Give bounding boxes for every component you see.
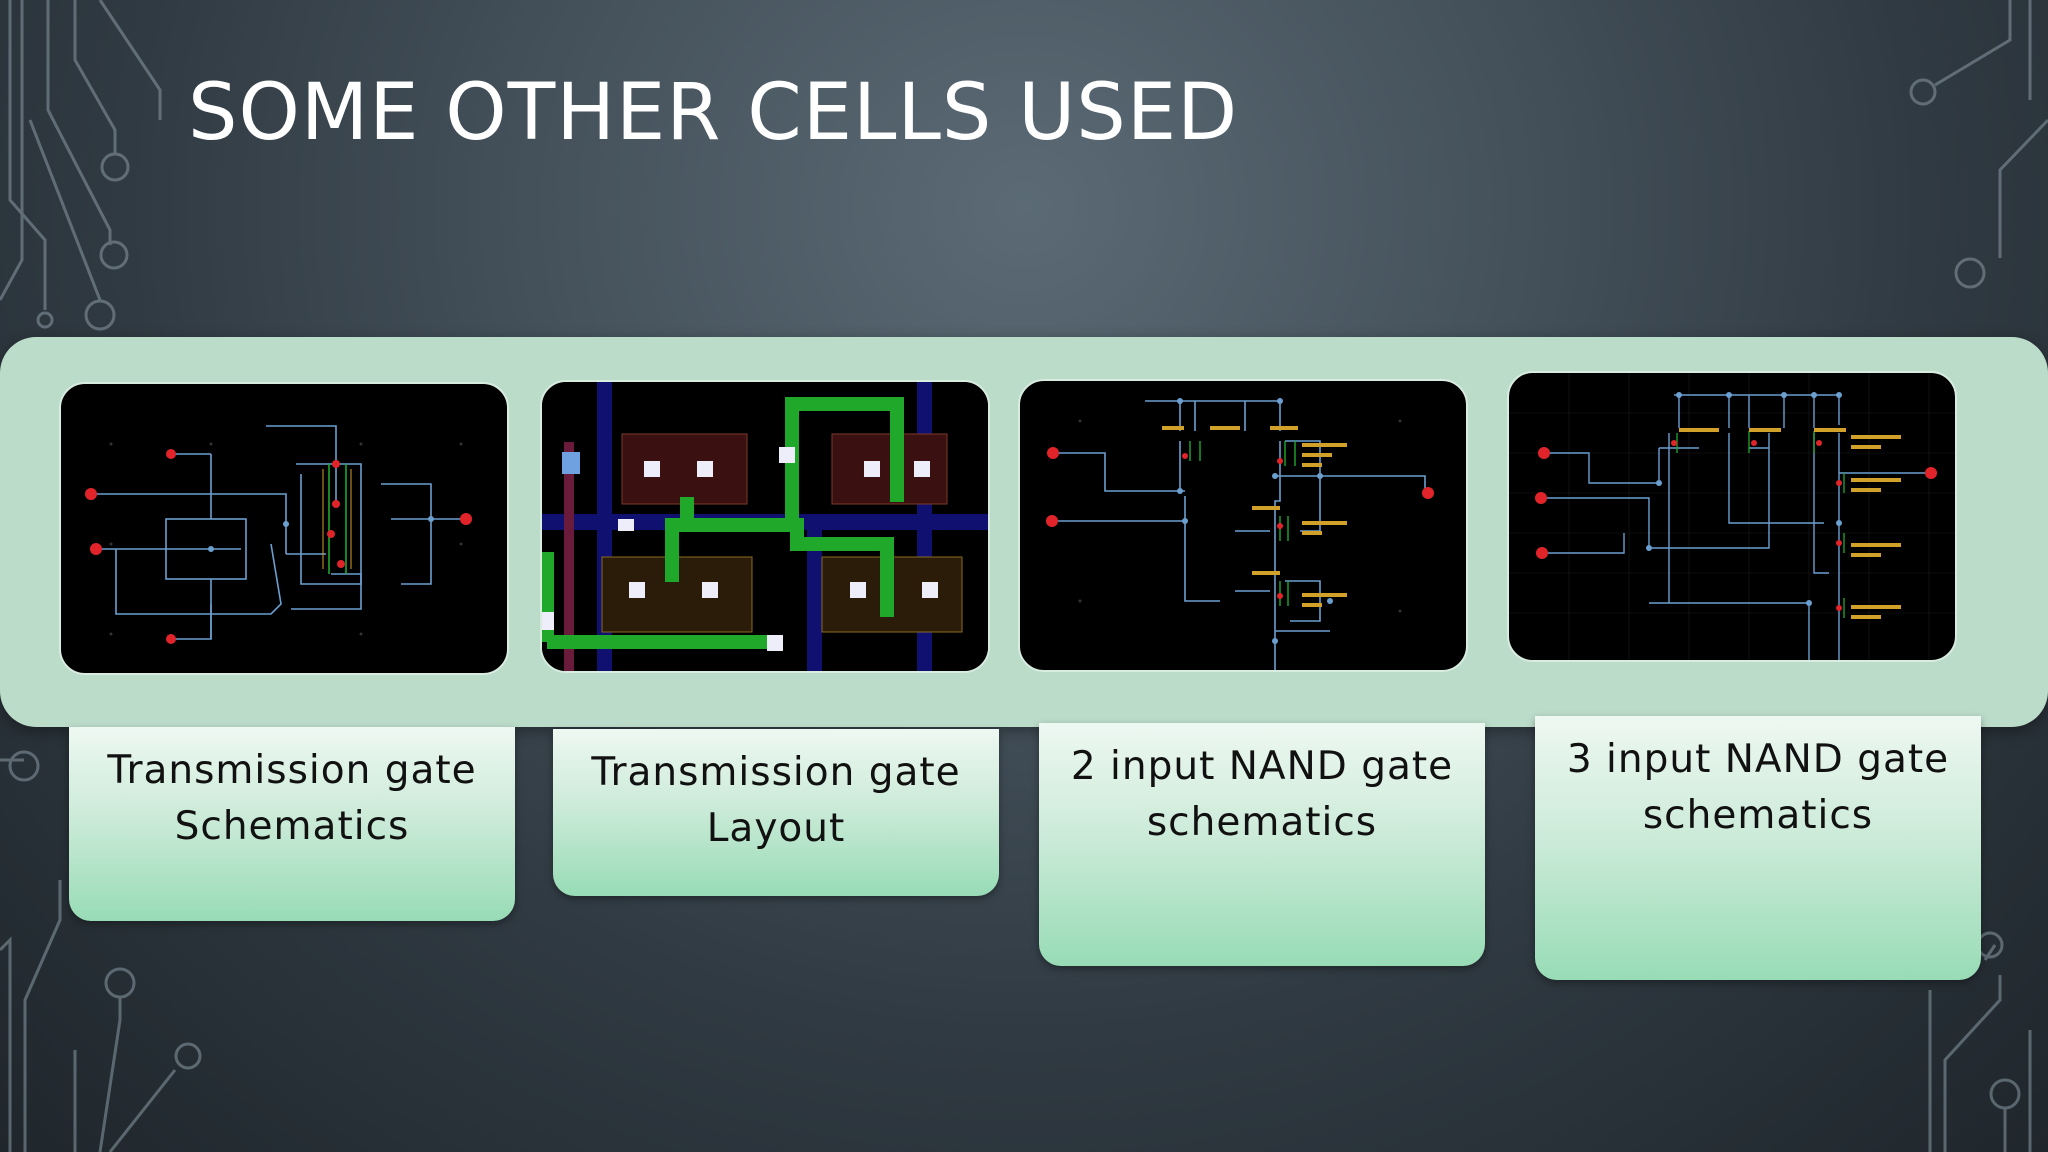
panel-caption-transmission-gate-schematics: Transmission gate Schematics xyxy=(69,727,515,921)
transmission-gate-layout-image xyxy=(540,380,990,673)
caption-line: Layout xyxy=(706,806,846,851)
nand3-schematic-image xyxy=(1507,371,1957,662)
transmission-gate-schematic-image xyxy=(59,382,509,675)
panel-caption-nand2-schematics: 2 input NAND gate schematics xyxy=(1039,723,1485,966)
panel-caption-transmission-gate-layout: Transmission gate Layout xyxy=(553,729,999,896)
caption-line: Transmission gate xyxy=(107,748,477,793)
caption-line: schematics xyxy=(1642,793,1874,838)
nand2-schematic-image xyxy=(1018,379,1468,672)
caption-line: Transmission gate xyxy=(591,750,961,795)
caption-line: Schematics xyxy=(174,804,410,849)
caption-line: 3 input NAND gate xyxy=(1566,737,1950,782)
slide-title: SOME OTHER CELLS USED xyxy=(188,68,1239,158)
caption-line: schematics xyxy=(1146,800,1378,845)
panel-caption-nand3-schematics: 3 input NAND gate schematics xyxy=(1535,716,1981,980)
caption-line: 2 input NAND gate xyxy=(1070,744,1454,789)
